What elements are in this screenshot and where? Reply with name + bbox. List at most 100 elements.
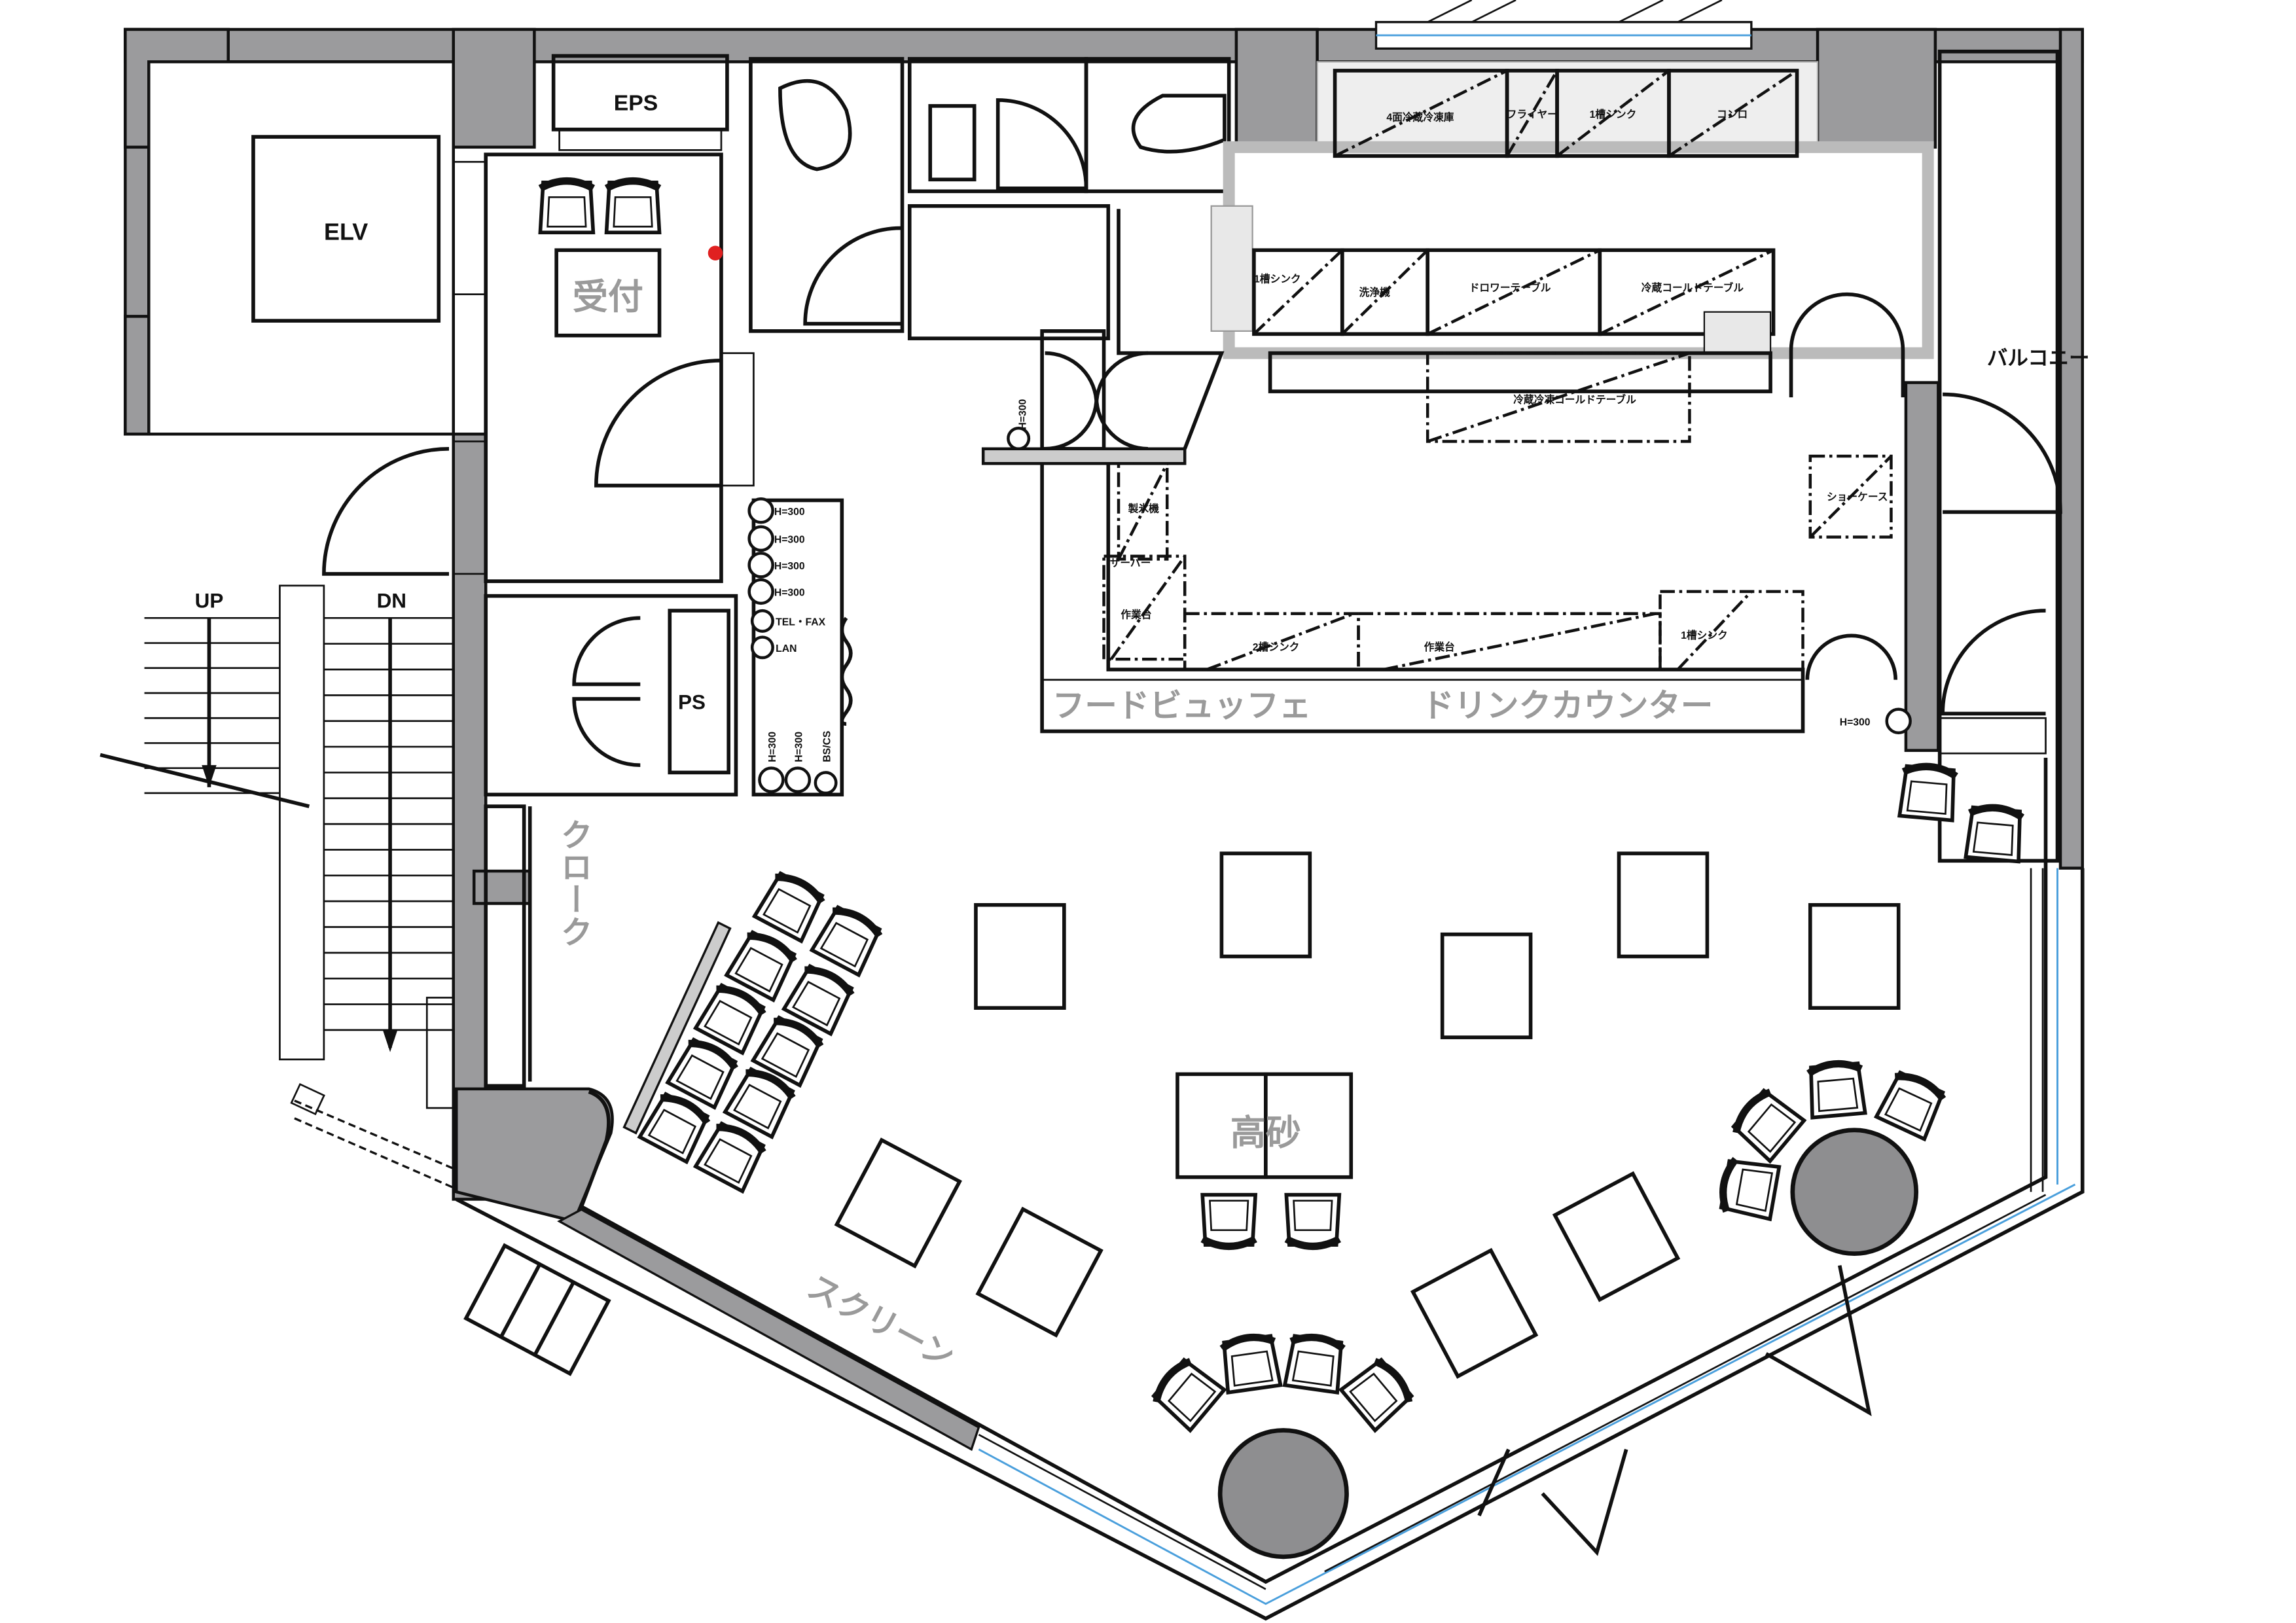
- outlet-h300: H=300: [784, 732, 812, 793]
- equipment-label: サーバー: [1110, 558, 1151, 569]
- table: [1440, 932, 1533, 1039]
- equipment-label: 1槽シンク: [1590, 108, 1637, 120]
- equipment-label: H=300: [774, 561, 805, 572]
- exterior-walls: [124, 27, 2084, 1223]
- chair: [1808, 1061, 1865, 1117]
- equipment-label: 洗浄機: [1359, 286, 1390, 298]
- balcony-door[interactable]: [1941, 609, 2046, 716]
- outlet-h300: H=300: [747, 525, 805, 552]
- table: [834, 1137, 962, 1269]
- table: [974, 902, 1066, 1010]
- table: [1219, 851, 1312, 959]
- showcase: ショーケース: [1808, 454, 1893, 539]
- outlet-bs-cs: BS/CS: [814, 731, 838, 795]
- equipment-label: H=300: [1840, 717, 1871, 728]
- equipment-label: 4面冷蔵冷凍庫: [1386, 111, 1454, 123]
- outlet-lan: LAN: [750, 635, 797, 660]
- equipment-label: ショーケース: [1827, 491, 1888, 503]
- toilet-icon: [778, 79, 852, 171]
- stairs-down-label: DN: [377, 590, 406, 613]
- guest-tables: [834, 851, 1901, 1379]
- head-table-label: 高砂: [1230, 1113, 1301, 1152]
- chair: [1202, 1195, 1255, 1247]
- equipment-label: 作業台: [1121, 608, 1151, 620]
- elevator-label: ELV: [324, 218, 368, 245]
- outlet-tel-fax: TEL・FAX: [750, 609, 826, 633]
- equipment-label: H=300: [1017, 399, 1028, 430]
- drink-counter-label: ドリンクカウンター: [1422, 688, 1713, 724]
- exit-door[interactable]: [1477, 1265, 1872, 1517]
- chair: [1221, 1334, 1280, 1393]
- equipment-label: 2槽シンク: [1253, 641, 1300, 653]
- exterior-stair: [463, 1243, 611, 1376]
- kitchen: 4面冷蔵冷凍庫 フライヤー 1槽シンク コンロ 1槽シンク 洗浄機 ドロワーテー…: [1210, 61, 1934, 539]
- chair: [540, 181, 593, 233]
- equipment-label: 1槽シンク: [1681, 629, 1728, 641]
- outlet-h300: H=300: [747, 497, 805, 524]
- table: [1808, 902, 1901, 1010]
- equipment-label: H=300: [767, 732, 778, 762]
- reception-label: 受付: [573, 277, 643, 317]
- table: [1617, 851, 1710, 959]
- chair: [1899, 764, 1956, 820]
- table: [975, 1206, 1103, 1338]
- equipment-label: 冷蔵冷凍コールドテーブル: [1513, 393, 1636, 406]
- kitchen-entry: H=300: [981, 209, 1225, 465]
- round-table: [1217, 1428, 1349, 1560]
- head-table: 高砂: [1175, 1072, 1354, 1247]
- chair: [755, 871, 825, 941]
- outlet-h300: H=300: [747, 552, 805, 579]
- table: [1552, 1171, 1681, 1302]
- stairs-up-label: UP: [195, 590, 224, 613]
- chair: [607, 181, 660, 233]
- equipment-label: コンロ: [1717, 109, 1748, 120]
- balcony-label: バルコニー: [1987, 347, 2090, 370]
- chair: [1285, 1334, 1344, 1393]
- reception-room: 受付: [452, 152, 755, 583]
- equipment-label: LAN: [776, 643, 797, 654]
- cloak-label: クローク: [556, 818, 592, 948]
- food-buffet-label: フードビュッフェ: [1052, 688, 1312, 724]
- balcony-door[interactable]: [1943, 392, 2062, 514]
- equipment-label: H=300: [774, 507, 805, 518]
- chair: [1151, 1357, 1224, 1431]
- eps-room: EPS: [551, 54, 729, 151]
- equipment-label: フライヤー: [1507, 109, 1558, 120]
- restrooms: [749, 57, 1231, 340]
- chair: [696, 1121, 766, 1191]
- exit-door[interactable]: [1541, 1448, 1628, 1556]
- equipment-label: H=300: [774, 588, 805, 599]
- equipment-label: H=300: [794, 732, 805, 762]
- chair: [1965, 806, 2022, 861]
- equipment-label: TEL・FAX: [776, 617, 825, 628]
- staircase: UP DN: [99, 446, 611, 1376]
- kitchen-back-equipment: 4面冷蔵冷凍庫 フライヤー 1槽シンク コンロ: [1333, 69, 1799, 158]
- ps-room: PS: [484, 594, 738, 796]
- top-windows: [1374, 0, 1753, 50]
- eps-label: EPS: [614, 91, 658, 116]
- equipment-label: H=300: [774, 535, 805, 546]
- outlet-h300: H=300: [758, 732, 785, 793]
- table: [1410, 1247, 1539, 1379]
- chair: [1876, 1070, 1946, 1139]
- round-table: [1790, 1128, 1919, 1257]
- kitchen-mid-equipment: 1槽シンク 洗浄機 ドロワーテーブル 冷蔵コールドテーブル 冷蔵冷凍コールドテー…: [1252, 248, 1776, 443]
- chair: [812, 904, 882, 974]
- sink-icon: [1131, 94, 1227, 154]
- cloakroom: クローク: [484, 804, 592, 1088]
- ps-label: PS: [678, 691, 706, 714]
- equipment-label: 製氷機: [1128, 502, 1159, 514]
- chair: [1731, 1088, 1804, 1162]
- equipment-label: BS/CS: [821, 731, 833, 762]
- buffet-counter: 製氷機 サーバー 作業台 2槽シンク 作業台 1槽シンク フードビュッフェ ドリ…: [1040, 462, 1912, 734]
- reception-door[interactable]: [594, 359, 721, 488]
- outlet-panel: H=300 H=300 H=300 H=300 TEL・FAX LAN H=30…: [747, 497, 853, 796]
- alarm-icon: [708, 245, 723, 260]
- elevator-core: ELV: [147, 60, 455, 436]
- equipment-label: 1槽シンク: [1254, 273, 1301, 285]
- equipment-label: ドロワーテーブル: [1469, 281, 1551, 294]
- equipment-label: 冷蔵コールドテーブル: [1641, 281, 1744, 294]
- screen-panel: [622, 921, 732, 1135]
- round-tables: [1151, 764, 2023, 1560]
